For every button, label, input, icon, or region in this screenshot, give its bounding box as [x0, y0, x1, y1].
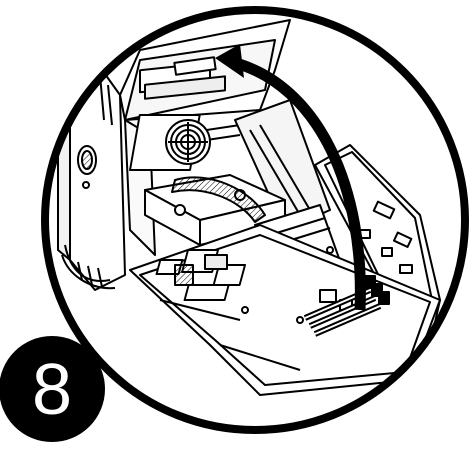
ribbon-cable: [171, 176, 266, 223]
magnifier-circle-icon: [41, 6, 469, 434]
step-number-text: 8: [32, 350, 72, 430]
cooling-fan-icon: [129, 114, 211, 171]
step-number-badge: 8: [0, 336, 105, 442]
curved-arrow-icon: [215, 44, 366, 311]
